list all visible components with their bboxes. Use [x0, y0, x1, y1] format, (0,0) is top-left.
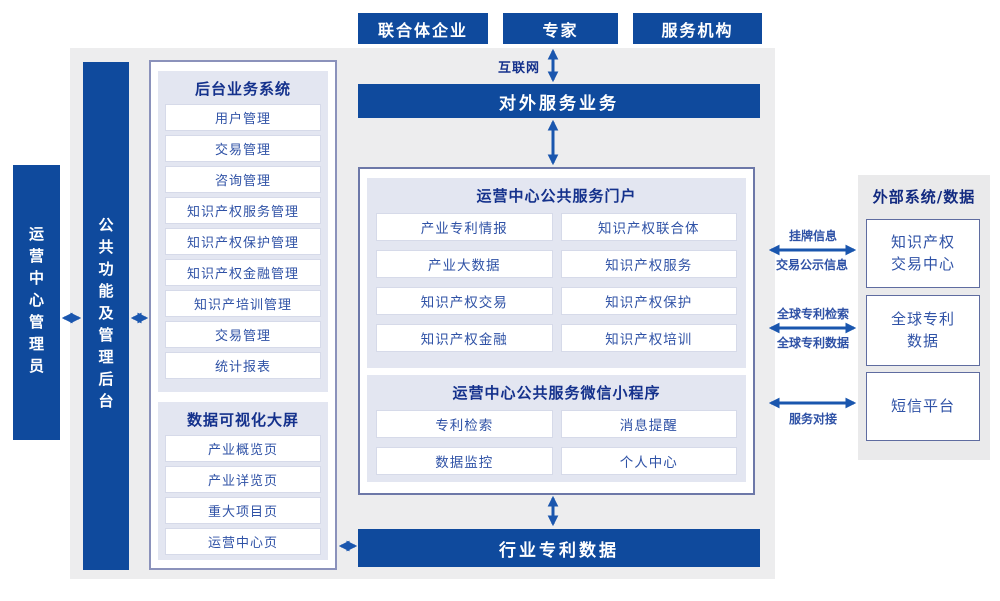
external-systems-panel: 外部系统/数据 知识产权 交易中心 全球专利 数据 短信平台 — [858, 175, 990, 460]
external-system-sms-platform: 短信平台 — [866, 372, 980, 441]
panel-title: 运营中心公共服务微信小程序 — [452, 384, 661, 402]
portal-item: 产业大数据 — [376, 250, 553, 278]
backend-business-system-panel: 后台业务系统 用户管理 交易管理 咨询管理 知识产权服务管理 知识产权保护管理 … — [158, 71, 328, 392]
portal-item: 知识产权保护 — [560, 287, 737, 315]
actor-service-organizations: 服务机构 — [633, 13, 762, 44]
portal-item: 知识产权金融 — [376, 324, 553, 352]
bar-label: 行业专利数据 — [499, 540, 619, 561]
link-label-service-docking: 服务对接 — [788, 412, 837, 426]
panel-title: 后台业务系统 — [194, 80, 291, 98]
portal-item: 知识产权交易 — [376, 287, 553, 315]
actor-experts: 专家 — [503, 13, 618, 44]
operations-admin-box: 运营中心管理员 — [13, 165, 60, 440]
dashboard-item: 运营中心页 — [165, 528, 321, 555]
portal-item: 知识产权服务 — [560, 250, 737, 278]
internet-label: 互联网 — [497, 61, 540, 76]
bar-label: 对外服务业务 — [499, 93, 619, 114]
portal-item: 知识产权培训 — [560, 324, 737, 352]
link-label-global-patent-data: 全球专利数据 — [776, 336, 849, 350]
backend-system-item: 交易管理 — [165, 135, 321, 162]
left-systems-container: 后台业务系统 用户管理 交易管理 咨询管理 知识产权服务管理 知识产权保护管理 … — [149, 60, 337, 570]
miniprogram-item: 个人中心 — [560, 447, 737, 475]
link-label-global-patent-search: 全球专利检索 — [776, 307, 849, 321]
miniprogram-item: 消息提醒 — [560, 410, 737, 438]
public-service-portal-panel: 运营中心公共服务门户 产业专利情报 知识产权联合体 产业大数据 知识产权服务 知… — [367, 178, 746, 368]
miniprogram-item: 数据监控 — [376, 447, 553, 475]
backend-system-item: 用户管理 — [165, 104, 321, 131]
portal-item: 知识产权联合体 — [560, 213, 737, 241]
external-service-bar: 对外服务业务 — [358, 84, 760, 118]
vertical-label: 运营中心管理员 — [27, 225, 45, 380]
dashboard-item: 产业详览页 — [165, 466, 321, 493]
backend-system-item: 咨询管理 — [165, 166, 321, 193]
actor-consortium-enterprises: 联合体企业 — [358, 13, 488, 44]
dashboard-item: 重大项目页 — [165, 497, 321, 524]
wechat-miniprogram-panel: 运营中心公共服务微信小程序 专利检索 消息提醒 数据监控 个人中心 — [367, 375, 746, 482]
external-system-global-patent-data: 全球专利 数据 — [866, 295, 980, 366]
external-systems-title: 外部系统/数据 — [872, 188, 976, 206]
backend-system-item: 知识产权服务管理 — [165, 197, 321, 224]
vertical-label: 公共功能及管理后台 — [96, 217, 115, 415]
backend-system-item: 交易管理 — [165, 321, 321, 348]
data-visualization-panel: 数据可视化大屏 产业概览页 产业详览页 重大项目页 运营中心页 — [158, 402, 328, 560]
portal-item: 产业专利情报 — [376, 213, 553, 241]
public-functions-backend-box: 公共功能及管理后台 — [83, 62, 129, 570]
panel-title: 运营中心公共服务门户 — [476, 187, 637, 205]
actor-label: 服务机构 — [661, 20, 734, 40]
industry-patent-data-bar: 行业专利数据 — [358, 529, 760, 567]
dashboard-item: 产业概览页 — [165, 435, 321, 462]
actor-label: 专家 — [542, 20, 579, 40]
miniprogram-item: 专利检索 — [376, 410, 553, 438]
actor-label: 联合体企业 — [377, 20, 468, 40]
center-services-container: 运营中心公共服务门户 产业专利情报 知识产权联合体 产业大数据 知识产权服务 知… — [358, 167, 755, 495]
link-label-listing-info: 挂牌信息 — [788, 229, 837, 243]
backend-system-item: 知识产权保护管理 — [165, 228, 321, 255]
link-label-transaction-publicity: 交易公示信息 — [775, 258, 848, 272]
backend-system-item: 统计报表 — [165, 352, 321, 379]
backend-system-item: 知识产权金融管理 — [165, 259, 321, 286]
external-system-ip-trading-center: 知识产权 交易中心 — [866, 219, 980, 288]
panel-title: 数据可视化大屏 — [186, 411, 299, 429]
backend-system-item: 知识产培训管理 — [165, 290, 321, 317]
